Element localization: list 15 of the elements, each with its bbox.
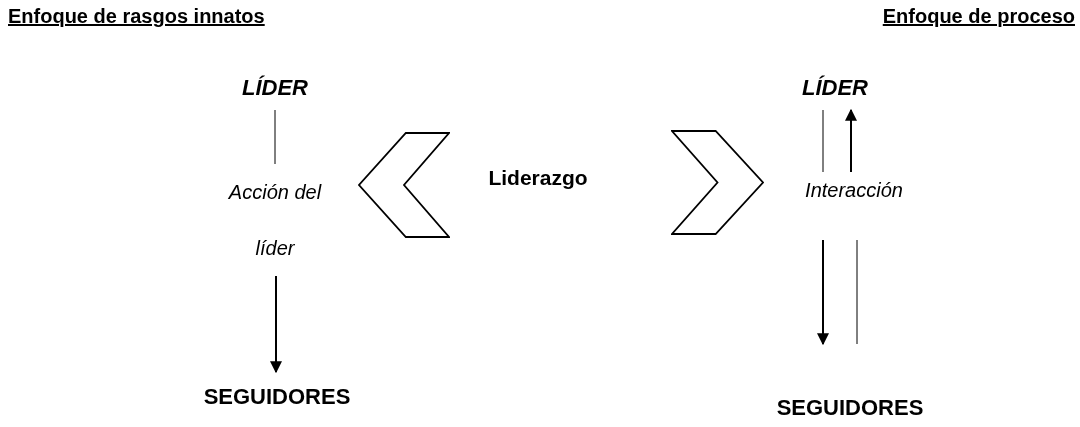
connector-line <box>274 109 276 165</box>
role-label: SEGUIDORES <box>202 383 352 411</box>
connector-line <box>856 239 858 345</box>
role-label: SEGUIDORES <box>775 394 925 422</box>
role-label: LÍDER <box>801 74 869 102</box>
connector-line <box>822 109 824 173</box>
role-label: LÍDER <box>241 74 309 102</box>
process-label: Acción del líder <box>227 180 323 261</box>
arrow <box>845 108 857 173</box>
arrow <box>270 275 282 374</box>
process-label: Interacción <box>804 178 904 203</box>
section-heading: Enfoque de proceso <box>882 5 1075 28</box>
section-heading: Enfoque de rasgos innatos <box>8 5 265 28</box>
arrow <box>817 239 829 346</box>
central-title: Liderazgo <box>488 166 588 190</box>
